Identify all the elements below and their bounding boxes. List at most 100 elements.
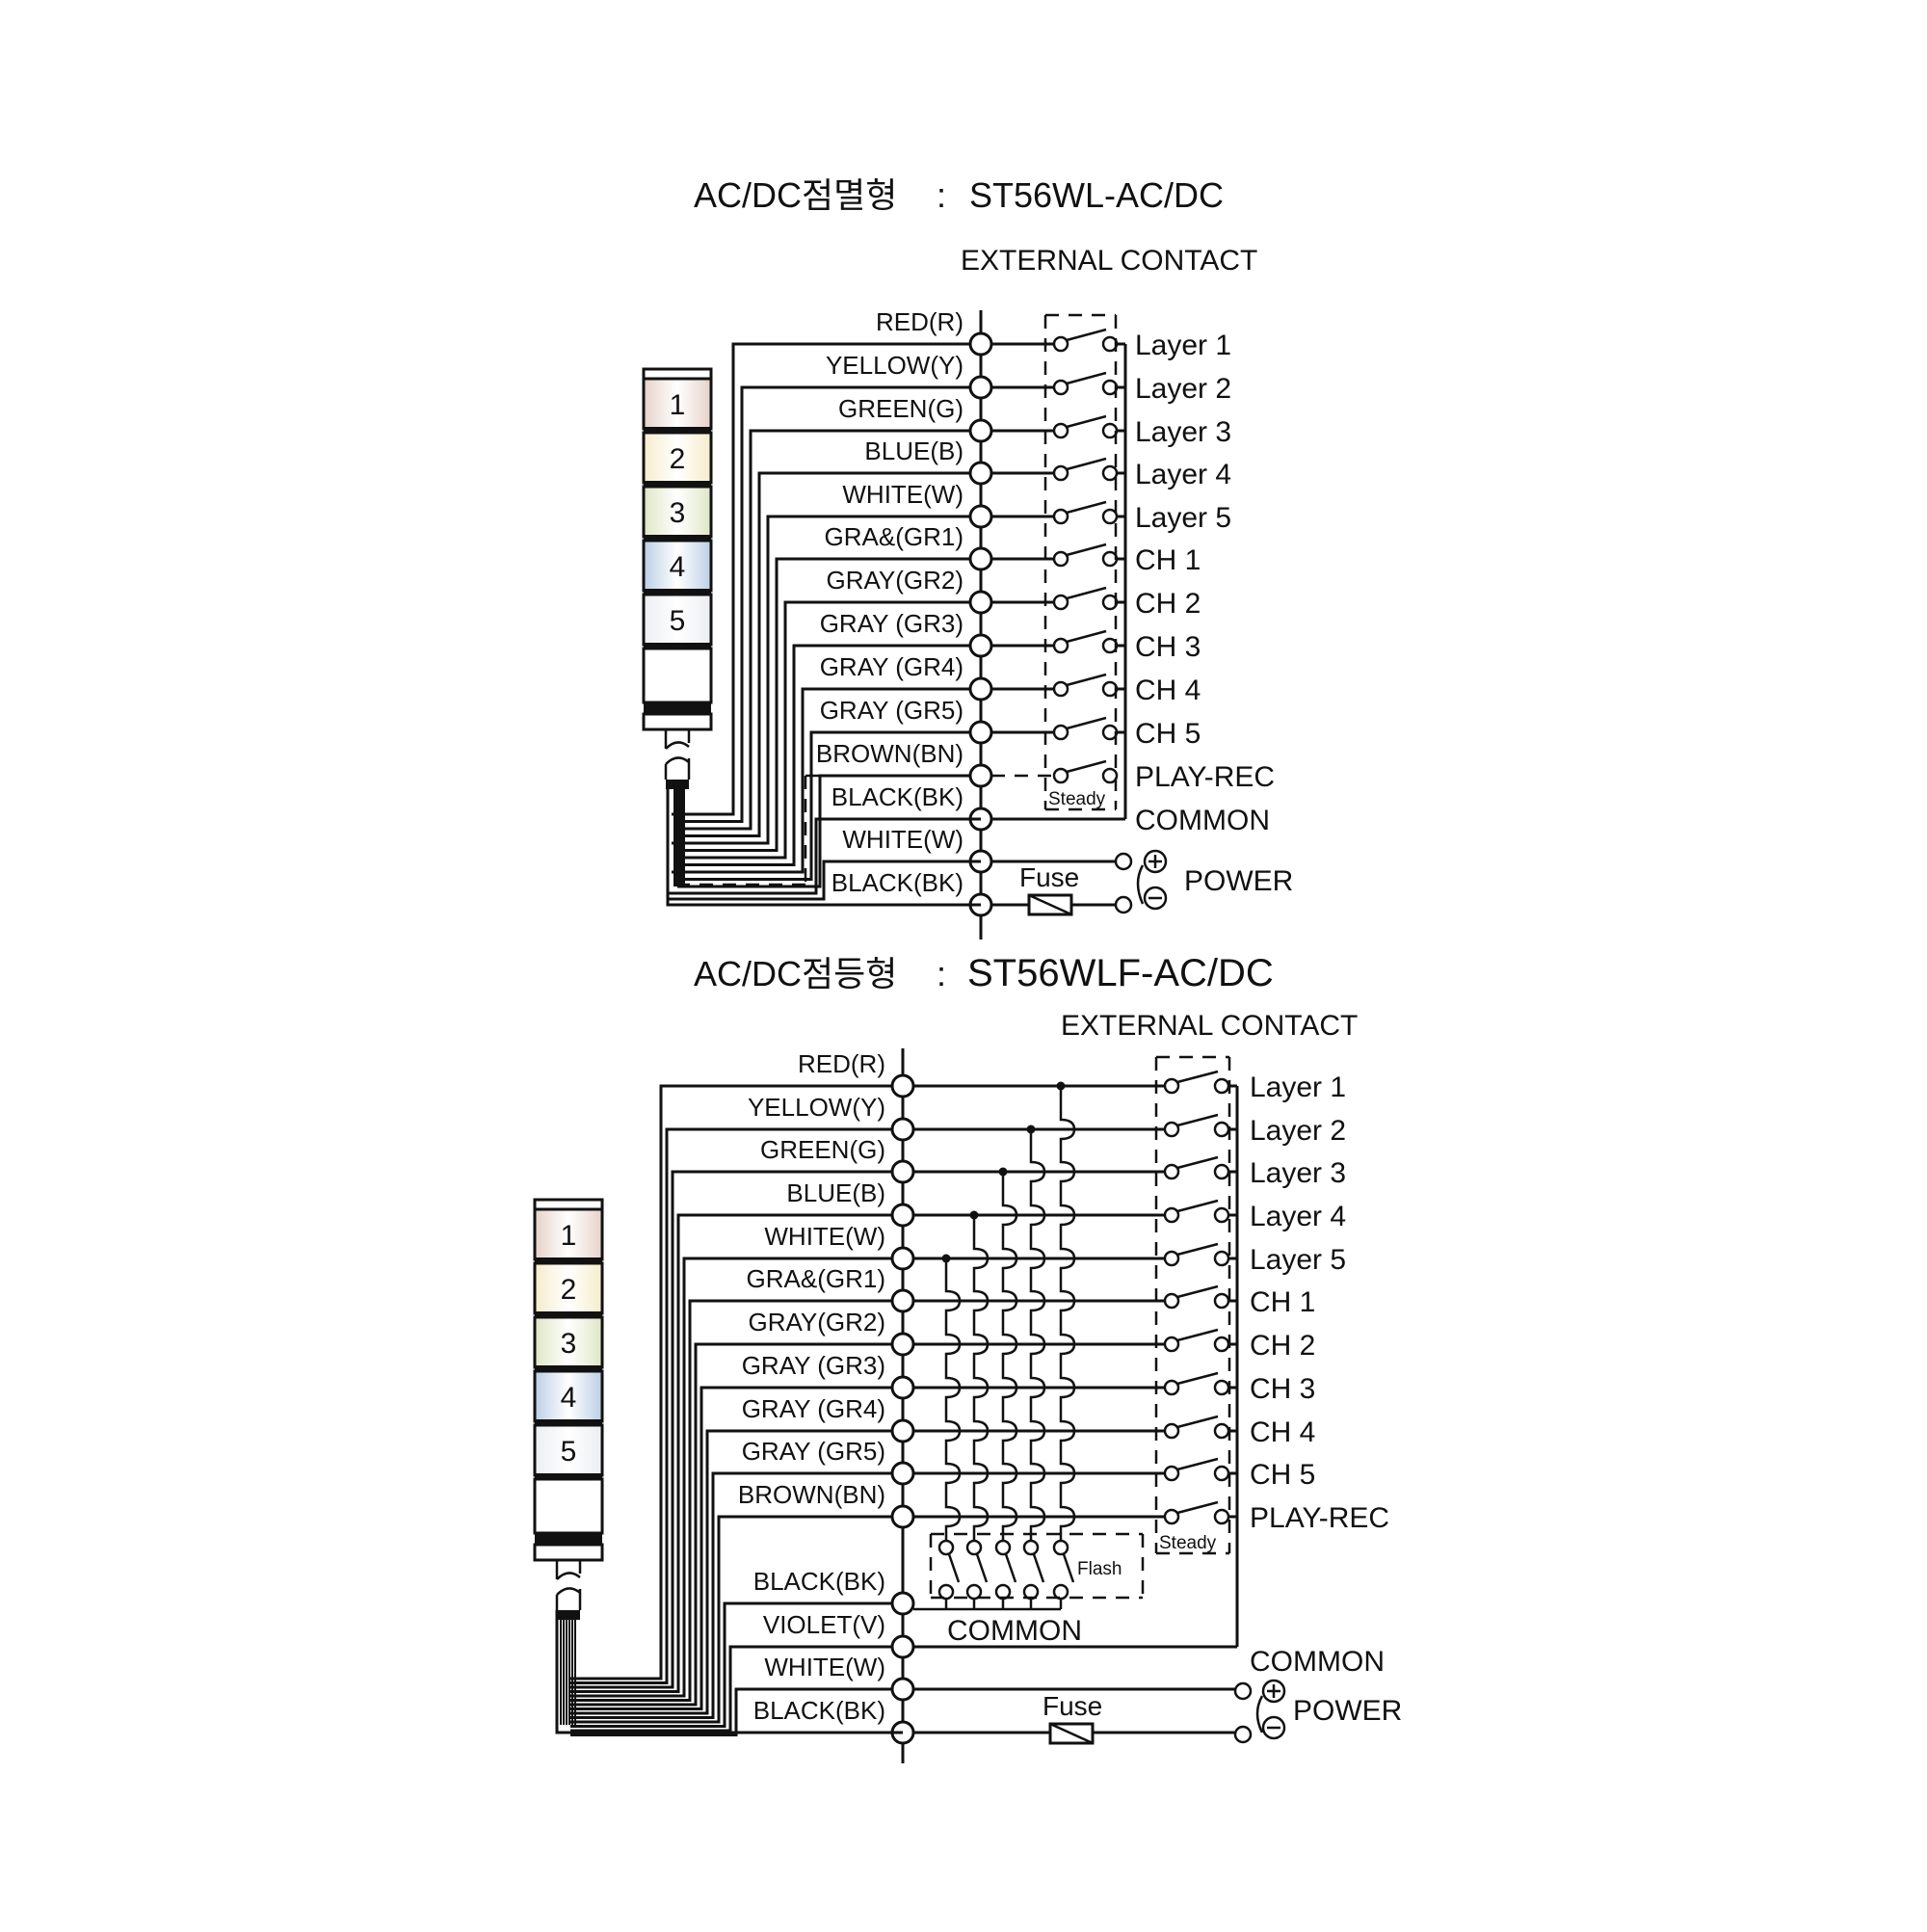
wire-label: GRAY (GR3) [742,1351,885,1380]
wire-line [1176,1328,1219,1342]
tower-base-band [535,1533,602,1545]
terminal-circle-icon [890,1418,915,1443]
tower-segment-divider [644,535,711,541]
wire-path [674,385,981,823]
wire-label: GRAY (GR4) [742,1394,885,1423]
external-contact-label: EXTERNAL CONTACT [1061,1010,1358,1042]
wire-line [1176,1113,1219,1127]
wire-line [1176,1415,1219,1429]
contact-circle-icon [1052,767,1069,784]
wire-label: BLACK(BK) [832,868,964,897]
contact-circle-icon [1052,680,1069,698]
wire-path [666,780,981,907]
tower-bottom [533,1543,604,1562]
wire-label: VIOLET(V) [763,1610,885,1639]
switch-contact-icon [1163,1284,1230,1310]
power-terminal-icon [1114,852,1133,871]
contact-circle-icon [1052,637,1069,654]
wire-line [1066,543,1107,557]
tower-segment-number: 3 [670,497,686,529]
terminal-circle-icon [890,1117,915,1142]
switch-contact-icon [1163,1457,1230,1482]
wire-label: BLUE(B) [786,1178,885,1207]
jumper-wire [972,1215,990,1540]
switch-contact-icon [1163,1371,1230,1396]
diagram-title-separator: : [937,954,946,993]
wire-path [677,600,981,860]
bracket-icon [1136,864,1145,905]
terminal-circle-icon [890,1288,915,1313]
wire-label: BROWN(BN) [816,739,964,768]
output-label: CH 3 [1135,631,1201,663]
bracket-icon [1255,1695,1264,1734]
contact-circle-icon [1052,335,1069,353]
wire-label: WHITE(W) [842,480,964,509]
power-terminal-icon [1114,895,1133,914]
contact-circle-icon [1163,1206,1180,1224]
diagram-title-prefix: AC/DC점멸형 [694,175,897,215]
terminal-circle-icon [968,763,993,788]
contact-circle-icon [1163,1163,1180,1180]
wire-line [1066,759,1107,774]
wire-path [672,687,981,874]
output-label: Layer 1 [1250,1072,1346,1103]
wire-line [1176,1070,1219,1084]
contact-circle-icon [1163,1121,1180,1138]
wire-line [1032,1553,1045,1583]
wire-label: WHITE(W) [764,1653,885,1681]
wire-line [1066,500,1107,515]
switch-contact-icon [1163,1415,1230,1440]
wire-line [975,1553,989,1583]
diagram-title-prefix: AC/DC점등형 [694,954,897,993]
contact-circle-icon [1163,1292,1180,1310]
contact-circle-icon [1163,1422,1180,1440]
contact-circle-icon [1052,379,1069,396]
flash-contact-icon [994,1539,1012,1556]
wire-line [1066,414,1107,429]
wire-label: WHITE(W) [764,1222,885,1251]
contact-circle-icon [1213,1121,1230,1138]
output-label: CH 1 [1250,1286,1315,1318]
switch-contact-icon [1052,500,1119,525]
contact-circle-icon [1052,508,1069,525]
wire-line [1049,1722,1094,1745]
tower-segment-number: 5 [561,1436,577,1468]
tower-bottom [642,712,713,731]
terminal-circle-icon [890,1375,915,1400]
cable-break-icon [555,1560,582,1610]
fuse-label: Fuse [1019,862,1079,892]
flash-contact-icon [1022,1539,1040,1556]
wire-label: YELLOW(Y) [748,1093,885,1122]
contact-circle-icon [1163,1336,1180,1353]
wire-label: YELLOW(Y) [826,351,964,380]
power-terminal-icon [1233,1681,1253,1701]
output-label: CH 4 [1250,1416,1315,1448]
cable-sheath [557,1610,580,1620]
contact-circle-icon [1052,422,1069,439]
wire-path [668,817,981,895]
wire-label: RED(R) [798,1049,885,1078]
wire-label: GRAY (GR5) [742,1437,885,1466]
tower-segment [533,1207,604,1261]
tower-segment-divider [644,481,711,487]
power-label: POWER [1184,865,1293,897]
wire-path [570,1084,903,1681]
contact-circle-icon [1052,464,1069,482]
output-label: Layer 4 [1135,459,1231,490]
diagram-title-model: ST56WLF-AC/DC [967,952,1274,994]
tower-segment [642,431,713,485]
flash-label: Flash [1077,1559,1122,1579]
terminal-circle-icon [968,720,993,745]
common-label: COMMON [1250,1646,1385,1678]
terminal-circle-icon [890,1634,915,1659]
wire-path [570,1429,903,1715]
jumper-wire [1029,1129,1046,1540]
contact-circle-icon [1163,1250,1180,1267]
wire-label: GRAY (GR5) [820,696,964,725]
wire-label: GRA&(GR1) [747,1264,885,1293]
output-label: Layer 5 [1135,502,1231,534]
terminal-circle-icon [968,546,993,571]
output-label: Layer 3 [1135,416,1231,448]
